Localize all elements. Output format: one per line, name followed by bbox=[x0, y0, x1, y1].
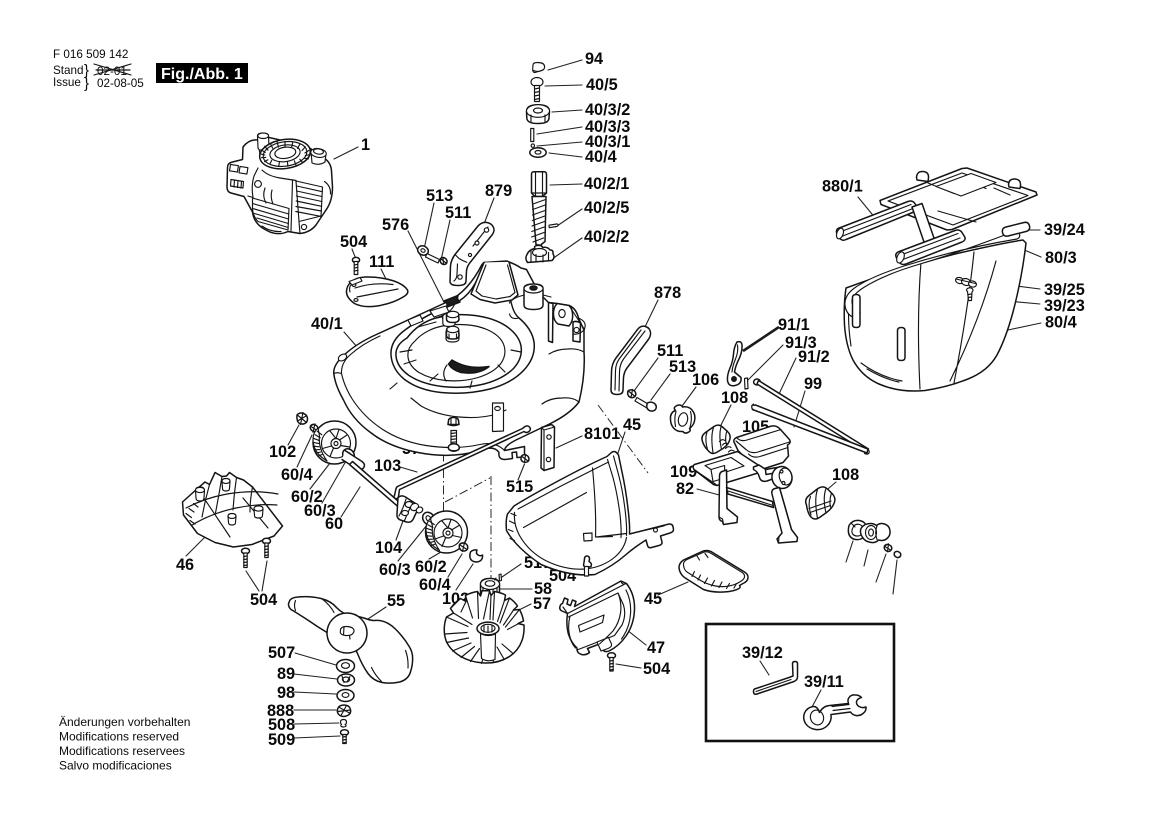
svg-text:509: 509 bbox=[268, 731, 295, 749]
svg-text:39/24: 39/24 bbox=[1044, 221, 1085, 239]
svg-text:}: } bbox=[84, 75, 89, 92]
svg-text:Issue: Issue bbox=[53, 76, 81, 89]
svg-text:60/3: 60/3 bbox=[379, 561, 411, 579]
svg-text:102: 102 bbox=[269, 443, 296, 461]
svg-text:576: 576 bbox=[382, 216, 409, 234]
svg-text:47: 47 bbox=[647, 639, 665, 657]
svg-text:511: 511 bbox=[657, 342, 683, 360]
svg-text:98: 98 bbox=[277, 684, 295, 702]
svg-text:80/4: 80/4 bbox=[1045, 314, 1077, 332]
svg-text:80/3: 80/3 bbox=[1045, 249, 1077, 267]
svg-text:39/11: 39/11 bbox=[804, 673, 844, 691]
svg-text:60/2: 60/2 bbox=[415, 558, 447, 576]
svg-text:40/2/5: 40/2/5 bbox=[584, 199, 629, 217]
svg-text:878: 878 bbox=[654, 284, 681, 302]
svg-text:58: 58 bbox=[534, 580, 552, 598]
svg-text:57: 57 bbox=[533, 595, 551, 613]
svg-text:511: 511 bbox=[445, 204, 471, 222]
svg-text:40/4: 40/4 bbox=[585, 148, 617, 166]
svg-text:F 016 509 142: F 016 509 142 bbox=[53, 48, 128, 61]
svg-text:40/3/2: 40/3/2 bbox=[585, 101, 630, 119]
svg-text:60/3: 60/3 bbox=[304, 502, 336, 520]
svg-text:Modifications reservees: Modifications reservees bbox=[59, 744, 185, 758]
svg-text:106: 106 bbox=[692, 371, 719, 389]
svg-text:880/1: 880/1 bbox=[822, 178, 863, 196]
svg-text:888: 888 bbox=[267, 702, 294, 720]
svg-text:02-08-05: 02-08-05 bbox=[97, 77, 144, 90]
svg-text:91/3: 91/3 bbox=[785, 334, 817, 352]
svg-text:103: 103 bbox=[374, 457, 401, 475]
svg-text:39/23: 39/23 bbox=[1044, 297, 1085, 315]
svg-text:99: 99 bbox=[804, 375, 822, 393]
svg-text:109: 109 bbox=[670, 463, 697, 481]
svg-text:60/4: 60/4 bbox=[281, 466, 313, 484]
svg-text:108: 108 bbox=[832, 466, 859, 484]
svg-text:1: 1 bbox=[361, 136, 370, 154]
svg-text:94: 94 bbox=[585, 50, 603, 68]
svg-text:55: 55 bbox=[387, 592, 405, 610]
svg-text:111: 111 bbox=[369, 253, 394, 271]
svg-text:39/25: 39/25 bbox=[1044, 281, 1085, 299]
svg-text:45: 45 bbox=[623, 416, 641, 434]
svg-text:504: 504 bbox=[643, 660, 670, 678]
svg-text:504: 504 bbox=[340, 233, 367, 251]
svg-text:02-01: 02-01 bbox=[97, 65, 127, 78]
svg-text:40/3/3: 40/3/3 bbox=[585, 118, 630, 136]
svg-text:40/1: 40/1 bbox=[311, 315, 343, 333]
svg-text:8101: 8101 bbox=[584, 425, 620, 443]
svg-text:Modifications reserved: Modifications reserved bbox=[59, 730, 179, 744]
svg-text:40/2/1: 40/2/1 bbox=[584, 175, 629, 193]
svg-text:91/1: 91/1 bbox=[778, 316, 810, 334]
svg-text:104: 104 bbox=[375, 539, 402, 557]
svg-text:879: 879 bbox=[485, 182, 512, 200]
svg-text:508: 508 bbox=[268, 716, 295, 734]
svg-text:Salvo modificaciones: Salvo modificaciones bbox=[59, 759, 172, 773]
svg-text:60/4: 60/4 bbox=[419, 576, 451, 594]
svg-text:91/2: 91/2 bbox=[798, 348, 830, 366]
svg-text:46: 46 bbox=[176, 556, 194, 574]
svg-text:39/12: 39/12 bbox=[742, 644, 783, 662]
svg-text:60: 60 bbox=[325, 515, 343, 533]
svg-text:108: 108 bbox=[721, 389, 748, 407]
svg-text:504: 504 bbox=[250, 591, 277, 609]
svg-text:60/2: 60/2 bbox=[291, 488, 323, 506]
svg-text:Änderungen vorbehalten: Änderungen vorbehalten bbox=[59, 715, 190, 729]
svg-text:Fig./Abb. 1: Fig./Abb. 1 bbox=[161, 66, 243, 83]
svg-text:}: } bbox=[84, 62, 89, 79]
svg-text:Stand: Stand bbox=[53, 64, 84, 77]
svg-text:45: 45 bbox=[644, 590, 662, 608]
svg-text:40/3/1: 40/3/1 bbox=[585, 133, 630, 151]
svg-text:40/5: 40/5 bbox=[586, 76, 618, 94]
svg-text:515: 515 bbox=[506, 478, 533, 496]
svg-text:513: 513 bbox=[426, 187, 453, 205]
svg-text:513: 513 bbox=[669, 358, 696, 376]
svg-text:82: 82 bbox=[676, 480, 694, 498]
svg-text:507: 507 bbox=[268, 644, 295, 662]
svg-text:89: 89 bbox=[277, 665, 295, 683]
svg-text:40/2/2: 40/2/2 bbox=[584, 228, 629, 246]
